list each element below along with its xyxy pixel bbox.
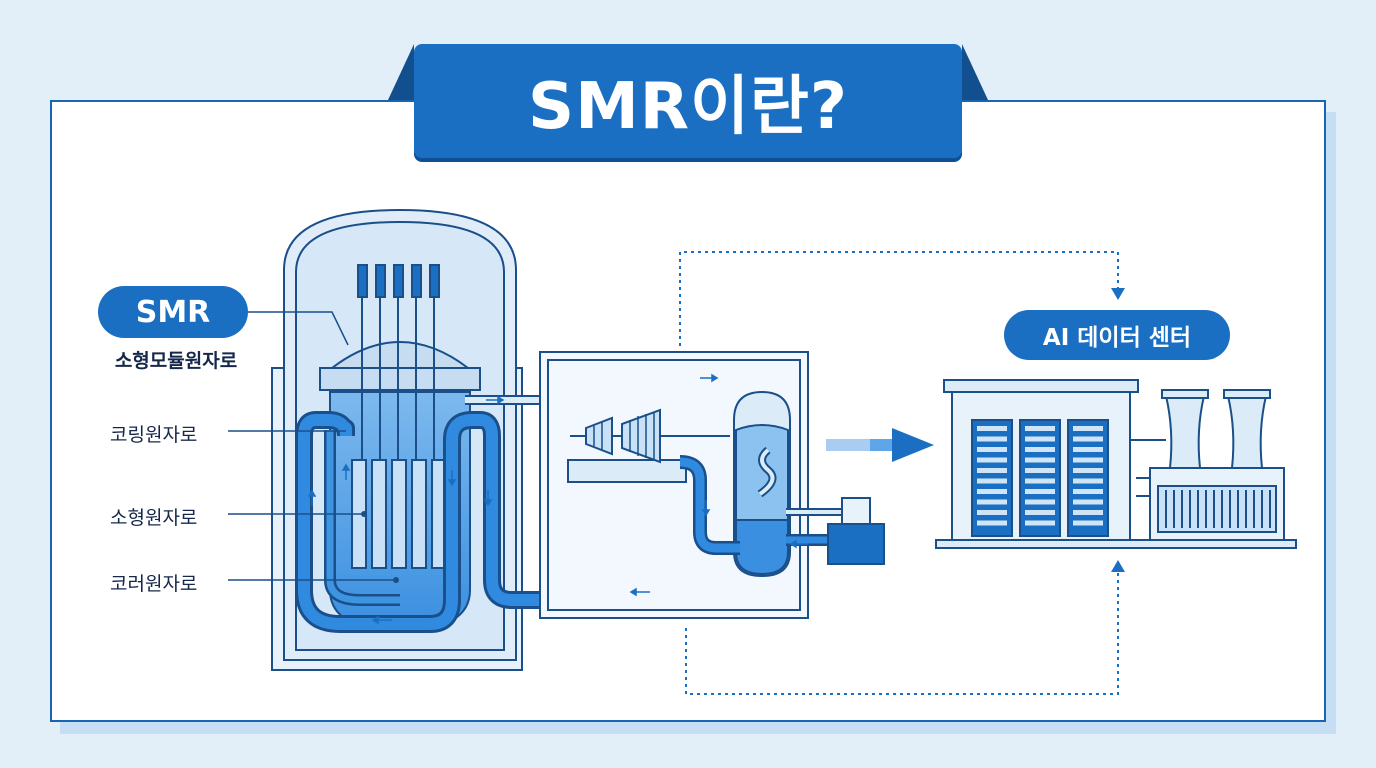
server-slot (1073, 478, 1103, 484)
server-slot (1073, 468, 1103, 473)
server-slot (977, 489, 1007, 494)
server-slot (1073, 489, 1103, 494)
dotted-connectors (679, 251, 1119, 695)
server-slot (1025, 426, 1055, 431)
title-banner: SMR이란? (388, 44, 988, 158)
server-racks (971, 419, 1109, 537)
server-slot (1025, 489, 1055, 494)
flow-arrows (307, 373, 808, 625)
label-small-reactor: 소형원자로 (110, 507, 198, 529)
title-box: SMR이란? (414, 44, 962, 158)
server-slot (1025, 436, 1055, 442)
server-slot (1073, 436, 1103, 442)
server-slot (1025, 520, 1055, 526)
title-ribbon (388, 44, 988, 100)
server-slot (977, 468, 1007, 473)
smr-badge: SMR (98, 286, 248, 338)
power-arrow (826, 428, 934, 462)
pump-unit (827, 497, 885, 565)
fuel-assemblies (351, 459, 447, 569)
steam-turbine (567, 408, 730, 483)
leader-lines (228, 311, 396, 581)
server-slot (977, 436, 1007, 442)
server-slot (1025, 478, 1055, 484)
server-slot (1025, 447, 1055, 452)
server-slot (977, 478, 1007, 484)
leader-dots (361, 511, 399, 583)
server-slot (977, 520, 1007, 526)
server-slot (1073, 447, 1103, 452)
page-title: SMR이란? (528, 70, 848, 144)
ai-datacenter-badge: AI 데이터 센터 (1004, 310, 1230, 360)
control-rods (357, 264, 440, 462)
label-core-reactor-1: 코링원자로 (110, 424, 198, 446)
server-slot (977, 499, 1007, 505)
server-slot (1025, 499, 1055, 505)
server-slot (1073, 426, 1103, 431)
label-core-reactor-2: 코러원자로 (110, 573, 198, 595)
smr-badge-sublabel: 소형모듈원자로 (114, 350, 238, 372)
server-slot (1073, 510, 1103, 515)
cooling-plant-vents (1165, 490, 1271, 528)
server-slot (1025, 510, 1055, 515)
steam-generator (733, 390, 791, 578)
server-slot (977, 426, 1007, 431)
server-slot (1025, 457, 1055, 463)
server-slot (1025, 468, 1055, 473)
server-slot (977, 510, 1007, 515)
server-slot (1073, 457, 1103, 463)
server-slot (1073, 499, 1103, 505)
server-slot (1073, 520, 1103, 526)
server-slot (977, 457, 1007, 463)
server-slot (977, 447, 1007, 452)
ai-datacenter-label: AI 데이터 센터 (1042, 325, 1192, 351)
feedwater-loop (679, 455, 842, 555)
dotted-arrowheads (1111, 288, 1125, 572)
smr-badge-label: SMR (135, 294, 211, 330)
